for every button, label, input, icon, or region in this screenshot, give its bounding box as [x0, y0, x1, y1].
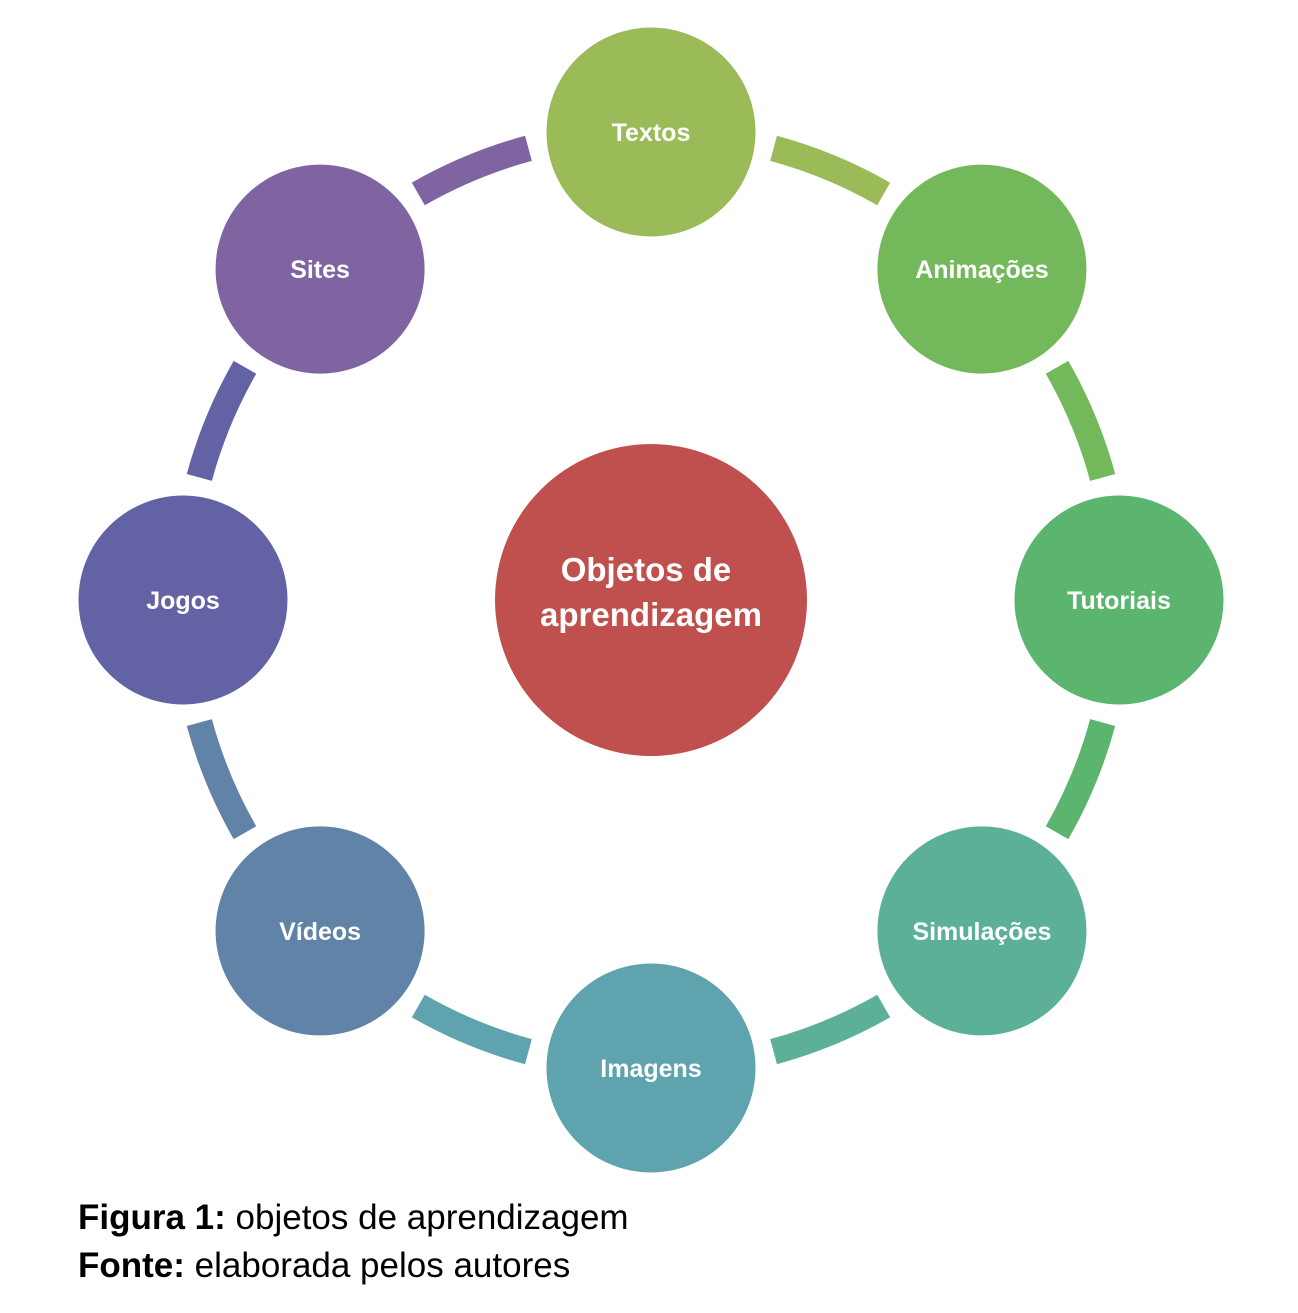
center-circle	[495, 444, 807, 756]
figure-text: objetos de aprendizagem	[225, 1198, 629, 1237]
connector-arcs	[186, 135, 1116, 1065]
node-tutoriais: Tutoriais	[1011, 492, 1227, 708]
node-circle	[1011, 492, 1227, 708]
connector-arc	[411, 994, 532, 1065]
connector-arc	[186, 360, 257, 481]
node-label: Imagens	[600, 1055, 701, 1083]
outer-nodes: TextosAnimaçõesTutoriaisSimulaçõesImagen…	[75, 24, 1227, 1176]
node-jogos: Jogos	[75, 492, 291, 708]
node-label: Simulações	[912, 918, 1051, 946]
source-text: elaborada pelos autores	[184, 1246, 571, 1285]
node-label: Sites	[290, 256, 350, 284]
node-label: Animações	[915, 256, 1048, 284]
source-label: Fonte:	[78, 1246, 185, 1285]
node-circle	[212, 823, 428, 1039]
figure-caption: Figura 1: objetos de aprendizagem	[78, 1198, 629, 1238]
node-circle	[543, 24, 759, 240]
node-circle	[212, 161, 428, 377]
source-caption: Fonte: elaborada pelos autores	[78, 1246, 570, 1286]
cycle-diagram: TextosAnimaçõesTutoriaisSimulaçõesImagen…	[75, 24, 1227, 1176]
node-label: Textos	[612, 119, 691, 147]
figure-label: Figura 1:	[78, 1198, 226, 1237]
node-circle	[874, 823, 1090, 1039]
node-label: Vídeos	[279, 918, 361, 946]
center-node: Objetos de aprendizagem	[495, 444, 807, 756]
node-label: Tutoriais	[1067, 587, 1171, 615]
connector-arc	[1045, 360, 1116, 481]
node-label: Jogos	[146, 587, 220, 615]
node-textos: Textos	[543, 24, 759, 240]
node-animações: Animações	[874, 161, 1090, 377]
connector-arc	[186, 719, 257, 840]
connector-arc	[770, 994, 891, 1065]
connector-arc	[770, 135, 891, 206]
node-circle	[543, 960, 759, 1176]
center-label-line-1: Objetos de	[561, 551, 732, 588]
node-circle	[75, 492, 291, 708]
connector-arc	[1045, 719, 1116, 840]
node-vídeos: Vídeos	[212, 823, 428, 1039]
node-imagens: Imagens	[543, 960, 759, 1176]
node-simulações: Simulações	[874, 823, 1090, 1039]
node-circle	[874, 161, 1090, 377]
connector-arc	[411, 135, 532, 206]
node-sites: Sites	[212, 161, 428, 377]
center-label-line-2: aprendizagem	[540, 596, 762, 633]
